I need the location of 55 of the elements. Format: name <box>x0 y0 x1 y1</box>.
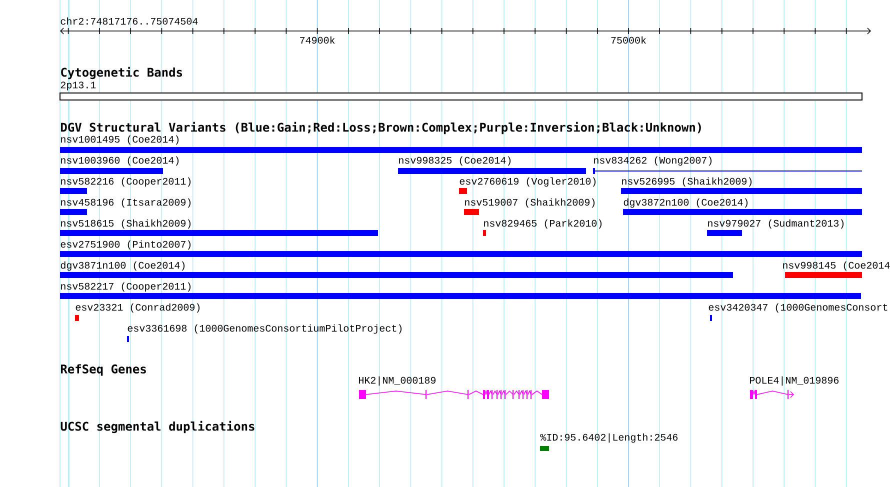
node-label: 2p13.1 <box>60 82 96 90</box>
node-label: nsv582217 (Cooper2011) <box>61 282 191 292</box>
node-label: esv2760619 (Vogler2010) <box>460 177 596 187</box>
variant-feature: esv2760619 (Vogler2010) <box>459 177 596 194</box>
variant-feature: nsv526995 (Shaikh2009) <box>621 177 862 194</box>
variant-feature: nsv582216 (Cooper2011) <box>60 177 191 194</box>
tick-label: 75000k <box>611 36 646 44</box>
node-label: POLE4|NM_019896 <box>750 376 839 386</box>
node-label: nsv834262 (Wong2007) <box>594 156 712 166</box>
variant-feature: dgv3872n100 (Coe2014) <box>623 198 862 215</box>
variant-feature: nsv998325 (Coe2014) <box>398 156 586 174</box>
variant-feature: nsv518615 (Shaikh2009) <box>60 219 378 236</box>
variant-feature: dgv3871n100 (Coe2014) <box>60 261 733 278</box>
track-title: DGV Structural Variants (Blue:Gain;Red:Loss;Brown:Complex;Purple:Inversion;Black:Unknown) <box>61 122 701 134</box>
node-label: %ID:95.6402|Length:2546 <box>540 433 678 443</box>
variant-feature: nsv582217 (Cooper2011) <box>60 282 862 299</box>
variant-feature: nsv834262 (Wong2007) <box>593 156 862 174</box>
track-title: UCSC segmental duplications <box>60 420 254 434</box>
node-label: HK2|NM_000189 <box>358 376 436 386</box>
node-label: nsv829465 (Park2010) <box>484 219 602 229</box>
variant-feature: nsv1003960 (Coe2014) <box>60 156 179 174</box>
coordinate-label: chr2:74817176..75074504 <box>60 17 198 25</box>
node-label: esv2751900 (Pinto2007) <box>60 240 191 250</box>
tick-label: 74900k <box>300 36 335 44</box>
variant-feature: esv23321 (Conrad2009) <box>75 303 200 321</box>
node-label: nsv458196 (Itsara2009) <box>61 198 191 208</box>
node-label: nsv526995 (Shaikh2009) <box>622 177 752 187</box>
track-title: Cytogenetic Bands <box>61 66 182 80</box>
node-label: nsv1003960 (Coe2014) <box>61 156 179 166</box>
node-label: dgv3872n100 (Coe2014) <box>624 198 748 208</box>
track-title: RefSeq Genes <box>60 364 146 376</box>
variant-feature: nsv519007 (Shaikh2009) <box>464 198 595 215</box>
node-label: nsv582216 (Cooper2011) <box>61 177 191 187</box>
node-label: nsv998325 (Coe2014) <box>399 156 511 166</box>
duplication-feature: %ID:95.6402|Length:2546 <box>540 433 678 451</box>
node-label: esv3361698 (1000GenomesConsortiumPilotProject) <box>128 324 402 334</box>
variant-feature: nsv1001495 (Coe2014) <box>60 135 862 153</box>
node-label: nsv519007 (Shaikh2009) <box>465 198 595 208</box>
node-label: esv3420347 (1000GenomesConsort <box>708 303 888 313</box>
cytoband: 2p13.1 <box>60 82 863 100</box>
node-label: nsv1001495 (Coe2014) <box>61 135 179 145</box>
node-label: dgv3871n100 (Coe2014) <box>60 261 185 271</box>
gene-model: HK2|NM_000189 <box>359 376 549 400</box>
variant-feature: nsv998145 (Coe2014 <box>783 261 890 278</box>
node-label: esv23321 (Conrad2009) <box>76 303 200 313</box>
variant-feature: esv2751900 (Pinto2007) <box>60 240 862 257</box>
node-label: nsv518615 (Shaikh2009) <box>61 219 191 229</box>
variant-feature: nsv979027 (Sudmant2013) <box>707 219 844 236</box>
variant-feature: esv3420347 (1000GenomesConsort <box>708 303 888 321</box>
gene-model: POLE4|NM_019896 <box>750 376 839 400</box>
variant-feature: esv3361698 (1000GenomesConsortiumPilotProject) <box>127 324 402 342</box>
variant-feature: nsv829465 (Park2010) <box>483 219 602 236</box>
node-label: nsv998145 (Coe2014 <box>783 261 890 271</box>
node-label: nsv979027 (Sudmant2013) <box>708 219 844 229</box>
variant-feature: nsv458196 (Itsara2009) <box>60 198 191 215</box>
